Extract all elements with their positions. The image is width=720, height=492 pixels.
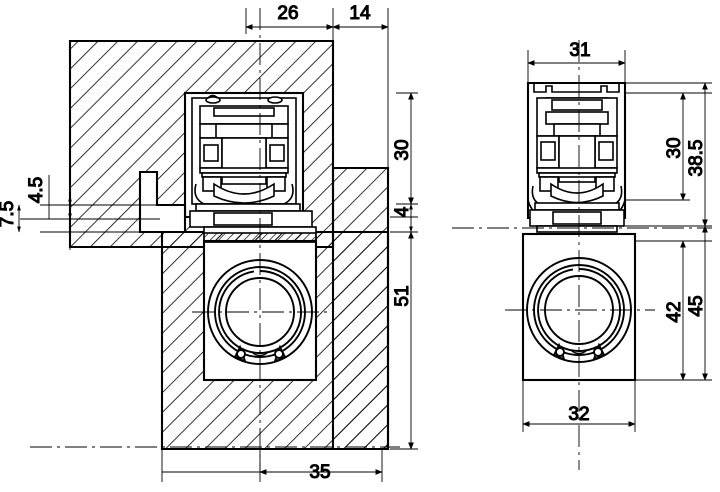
dim-label-26: 26: [277, 3, 298, 24]
dimension-lines: [17, 8, 712, 482]
dim-label-32: 32: [568, 404, 589, 425]
dim-label-38-5: 38.5: [686, 140, 707, 177]
dim-label-4-5: 4.5: [26, 177, 47, 203]
lower-hatched-block: [160, 230, 390, 451]
dim-label-42: 42: [664, 301, 685, 322]
elevation-view-right: [521, 81, 637, 382]
dimension-labels: 26 14 4.5 7.5 30 4 51 35 31 30 38.5 42 4…: [0, 2, 708, 483]
dim-label-31: 31: [569, 40, 590, 61]
dim-label-30-right: 30: [664, 137, 685, 158]
dim-label-14: 14: [349, 3, 371, 24]
carriage-mechanism-right: [529, 97, 625, 233]
centre-lines: [30, 8, 712, 470]
dim-label-35: 35: [309, 462, 330, 483]
dim-label-7-5: 7.5: [0, 201, 18, 227]
dim-label-30: 30: [392, 139, 413, 160]
dim-label-45: 45: [686, 295, 707, 316]
dim-label-4: 4: [392, 206, 413, 217]
section-view-left: [68, 39, 390, 451]
dim-label-51: 51: [392, 285, 413, 306]
